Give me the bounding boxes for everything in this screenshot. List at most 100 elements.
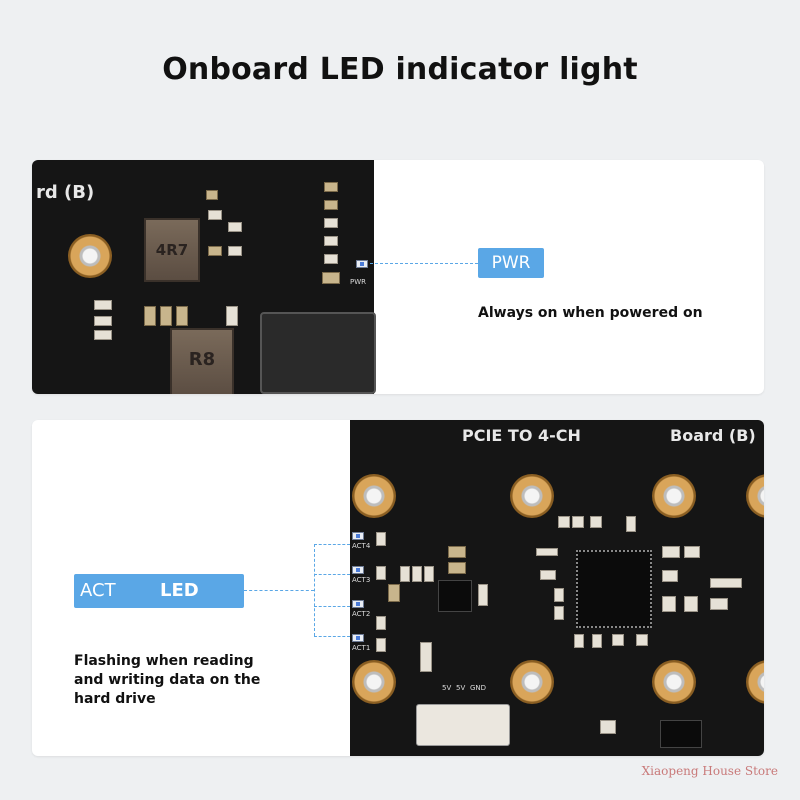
mounting-pad	[510, 660, 554, 704]
act-led-tag: ACT LED	[74, 574, 244, 608]
smd-component	[208, 210, 222, 220]
inductor-4r7: 4R7	[144, 218, 200, 282]
act-tag-label: ACT	[80, 580, 116, 601]
smd-component	[554, 606, 564, 620]
store-watermark: Xiaopeng House Store	[641, 764, 778, 778]
smd-component	[324, 200, 338, 210]
power-ic	[438, 580, 472, 612]
smd-component	[554, 588, 564, 602]
small-ic	[660, 720, 702, 748]
smd-component	[626, 516, 636, 532]
smd-component	[94, 300, 112, 310]
act4-led	[352, 532, 364, 540]
smd-component	[636, 634, 648, 646]
pointer-line	[314, 574, 350, 575]
smd-component	[710, 598, 728, 610]
smd-component	[144, 306, 156, 326]
act-description: Flashing when reading and writing data o…	[74, 652, 260, 709]
mounting-pad	[510, 474, 554, 518]
smd-component	[94, 316, 112, 326]
pwr-led-silk: PWR	[350, 278, 367, 286]
pointer-line	[314, 636, 350, 637]
smd-component	[710, 578, 742, 588]
mounting-pad	[652, 474, 696, 518]
dc-power-jack	[260, 312, 376, 394]
smd-component	[226, 306, 238, 326]
board-label-left: PCIE TO 4-CH	[462, 426, 581, 445]
smd-component	[478, 584, 488, 606]
smd-component	[420, 642, 432, 672]
board-label-right: Board (B)	[670, 426, 756, 445]
pwr-led-panel: rd (B) 4R7 R8 PWR PWR Always on when pow…	[32, 160, 764, 394]
pointer-line	[314, 544, 315, 636]
act1-silk: ACT1	[352, 644, 371, 652]
act3-silk: ACT3	[352, 576, 371, 584]
mounting-pad	[746, 474, 764, 518]
smd-component	[376, 532, 386, 546]
mounting-pad	[68, 234, 112, 278]
act-led-panel: PCIE TO 4-CH Board (B) ACT4 ACT3 ACT2 AC…	[32, 420, 764, 756]
smd-component	[600, 720, 616, 734]
pointer-line	[244, 590, 314, 591]
smd-component	[662, 596, 676, 612]
pwr-description: Always on when powered on	[478, 305, 703, 321]
smd-component	[324, 236, 338, 246]
smd-component	[448, 562, 466, 574]
act-description-line: and writing data on the	[74, 672, 261, 688]
smd-component	[662, 570, 678, 582]
smd-component	[388, 584, 400, 602]
smd-component	[612, 634, 624, 646]
act1-led	[352, 634, 364, 642]
pin-5v-1: 5V	[442, 684, 452, 692]
smd-component	[376, 638, 386, 652]
smd-component	[592, 634, 602, 648]
smd-component	[536, 548, 558, 556]
smd-component	[590, 516, 602, 528]
mounting-pad	[352, 660, 396, 704]
power-connector	[416, 704, 510, 746]
inductor-r8: R8	[170, 328, 234, 394]
smd-component	[574, 634, 584, 648]
smd-component	[206, 190, 218, 200]
act4-silk: ACT4	[352, 542, 371, 550]
act-description-line: hard drive	[74, 691, 156, 707]
board-label: rd (B)	[36, 182, 95, 203]
mounting-pad	[746, 660, 764, 704]
pin-5v-2: 5V	[456, 684, 466, 692]
smd-component	[228, 222, 242, 232]
pwr-led	[356, 260, 368, 268]
act-description-line: Flashing when reading	[74, 653, 254, 669]
act3-led	[352, 566, 364, 574]
smd-component	[376, 616, 386, 630]
act2-silk: ACT2	[352, 610, 371, 618]
smd-component	[684, 596, 698, 612]
act2-led	[352, 600, 364, 608]
pcie-controller-chip	[576, 550, 652, 628]
smd-component	[94, 330, 112, 340]
smd-component	[572, 516, 584, 528]
pointer-line	[314, 606, 350, 607]
led-tag-label: LED	[160, 580, 199, 601]
mounting-pad	[352, 474, 396, 518]
smd-component	[208, 246, 222, 256]
smd-component	[322, 272, 340, 284]
board-photo-bottom: PCIE TO 4-CH Board (B) ACT4 ACT3 ACT2 AC…	[350, 420, 764, 756]
smd-component	[324, 182, 338, 192]
pointer-line	[370, 263, 478, 264]
smd-component	[684, 546, 700, 558]
smd-component	[176, 306, 188, 326]
mounting-pad	[652, 660, 696, 704]
pwr-tag: PWR	[478, 248, 544, 278]
smd-component	[448, 546, 466, 558]
smd-component	[400, 566, 410, 582]
smd-component	[376, 566, 386, 580]
smd-component	[558, 516, 570, 528]
pointer-line	[314, 544, 350, 545]
smd-component	[424, 566, 434, 582]
board-photo-top: rd (B) 4R7 R8 PWR	[32, 160, 376, 394]
smd-component	[662, 546, 680, 558]
smd-component	[228, 246, 242, 256]
smd-component	[412, 566, 422, 582]
smd-component	[160, 306, 172, 326]
smd-component	[324, 218, 338, 228]
